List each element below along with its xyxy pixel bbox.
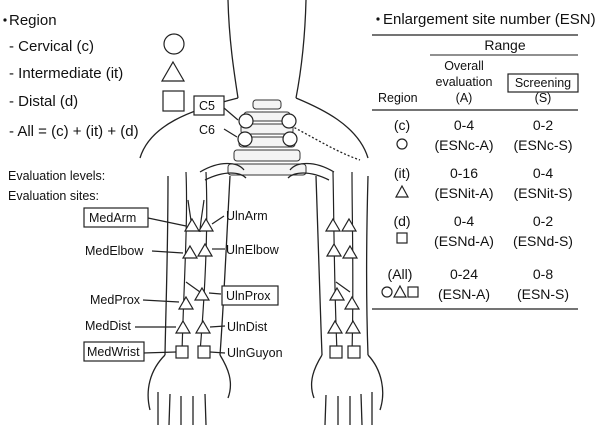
- row-c-a-code: (ESNc-A): [434, 137, 493, 153]
- legend-all-formula: - All = (c) + (it) + (d): [9, 123, 139, 140]
- square-icon: [397, 233, 407, 243]
- col-screening-line1: Screening: [515, 76, 571, 90]
- col-overall-line2: evaluation: [436, 75, 493, 89]
- c6-right-marker: [283, 132, 297, 146]
- right-arm: [312, 172, 383, 425]
- col-region: Region: [378, 91, 418, 105]
- region-legend: Region - Cervical (c) - Intermediate (it…: [3, 12, 184, 203]
- row-it-a: 0-16: [450, 165, 478, 181]
- site-medprox: MedProx: [90, 293, 141, 307]
- site-medarm: MedArm: [89, 211, 136, 225]
- site-medelbow: MedElbow: [85, 244, 144, 258]
- all-shapes-icon: [382, 286, 418, 297]
- row-d-s: 0-2: [533, 213, 553, 229]
- row-d-a: 0-4: [454, 213, 474, 229]
- evaluation-levels-label: Evaluation levels:: [8, 169, 105, 183]
- c5-left-marker: [239, 114, 253, 128]
- legend-distal-label: - Distal (d): [9, 93, 78, 110]
- site-ulnguyon: UlnGuyon: [227, 346, 283, 360]
- row-all-s: 0-8: [533, 266, 553, 282]
- legend-title: Region: [9, 12, 57, 29]
- row-c-s: 0-2: [533, 117, 553, 133]
- row-all-a-code: (ESN-A): [438, 286, 490, 302]
- table-title: Enlargement site number (ESN): [383, 11, 596, 28]
- row-it-a-code: (ESNit-A): [434, 185, 493, 201]
- row-it-s: 0-4: [533, 165, 553, 181]
- col-screening-line2: (S): [535, 91, 552, 105]
- c5-label: C5: [199, 99, 215, 113]
- legend-bullet: [3, 18, 6, 21]
- c5-right-marker: [282, 114, 296, 128]
- legend-cervical-label: - Cervical (c): [9, 38, 94, 55]
- site-ulnelbow: UlnElbow: [226, 243, 280, 257]
- row-c-s-code: (ESNc-S): [513, 137, 572, 153]
- site-ulndist: UlnDist: [227, 320, 268, 334]
- table-bullet: [376, 17, 379, 20]
- triangle-icon: [162, 62, 184, 81]
- site-medwrist: MedWrist: [87, 345, 140, 359]
- esn-table: Enlargement site number (ESN) Range Over…: [372, 11, 596, 309]
- row-all-region: (All): [388, 266, 413, 282]
- legend-intermediate-label: - Intermediate (it): [9, 65, 123, 82]
- row-d-s-code: (ESNd-S): [513, 233, 573, 249]
- site-meddist: MedDist: [85, 319, 131, 333]
- neck-spine: C5 C6: [140, 0, 368, 180]
- row-all-a: 0-24: [450, 266, 478, 282]
- square-icon: [163, 91, 184, 111]
- col-overall-line3: (A): [456, 91, 473, 105]
- row-d-region: (d): [393, 213, 410, 229]
- row-d-a-code: (ESNd-A): [434, 233, 494, 249]
- left-arm: MedArm MedElbow MedProx MedDist MedWrist…: [84, 172, 283, 425]
- row-all-s-code: (ESN-S): [517, 286, 569, 302]
- col-overall-line1: Overall: [444, 59, 484, 73]
- circle-icon: [397, 139, 407, 149]
- row-c-region: (c): [394, 117, 410, 133]
- circle-icon: [164, 34, 184, 54]
- row-it-region: (it): [394, 165, 410, 181]
- triangle-icon: [396, 186, 408, 197]
- c6-label: C6: [199, 123, 215, 137]
- range-header: Range: [484, 37, 525, 53]
- row-it-s-code: (ESNit-S): [513, 185, 572, 201]
- c6-left-marker: [238, 132, 252, 146]
- row-c-a: 0-4: [454, 117, 474, 133]
- site-ulnarm: UlnArm: [226, 209, 268, 223]
- site-ulnprox: UlnProx: [226, 289, 271, 303]
- evaluation-sites-label: Evaluation sites:: [8, 189, 99, 203]
